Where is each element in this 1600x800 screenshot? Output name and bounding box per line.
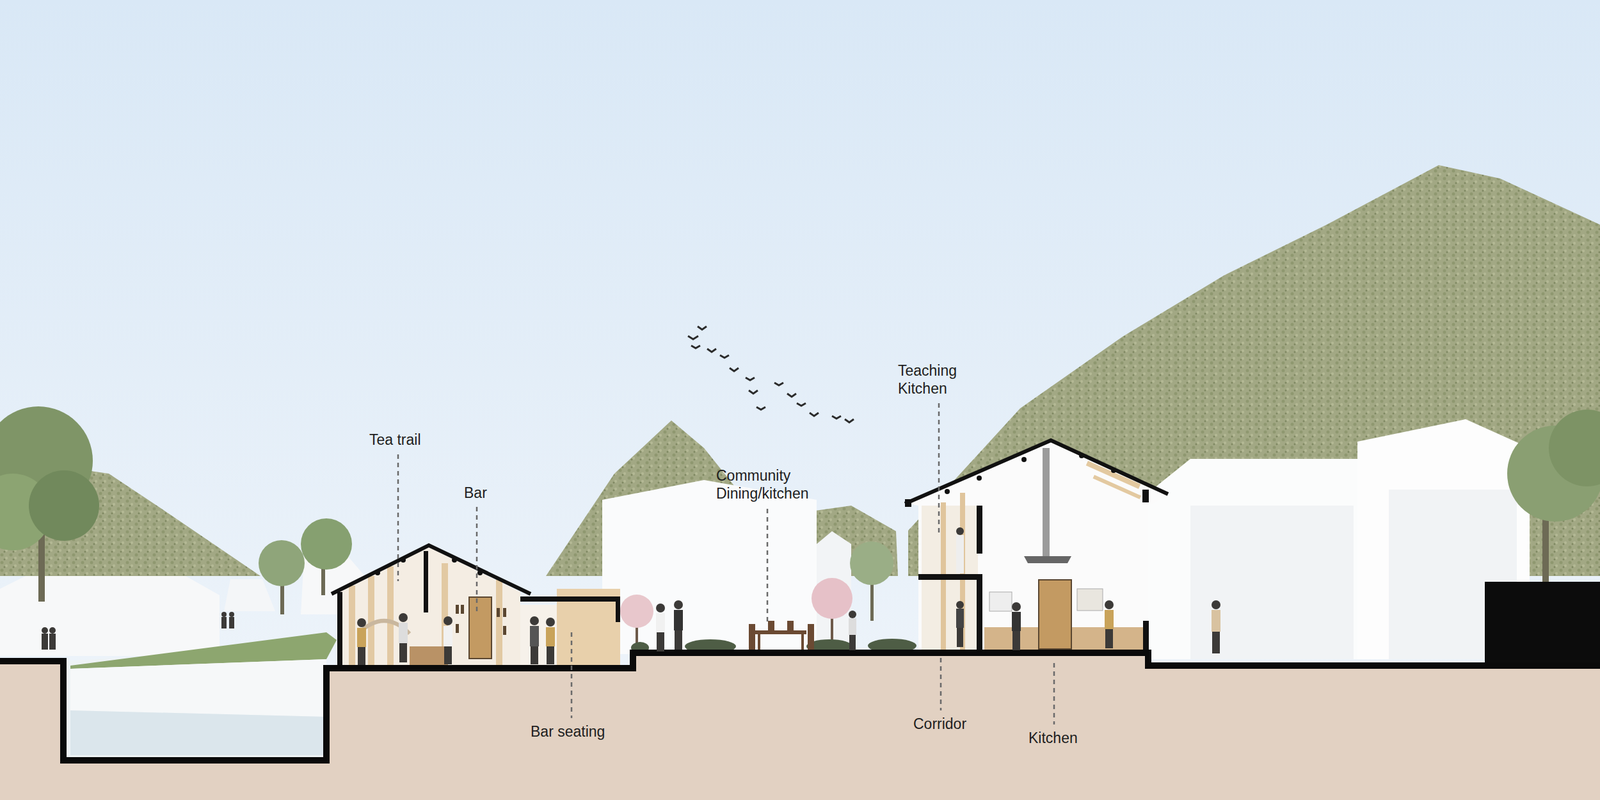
tree xyxy=(1507,409,1600,583)
ground xyxy=(0,652,1600,800)
house xyxy=(0,576,220,656)
leader-lines xyxy=(398,403,1055,725)
tea-house xyxy=(331,545,621,666)
birds xyxy=(688,326,854,423)
house xyxy=(602,480,817,655)
tree xyxy=(849,541,894,621)
path-floor xyxy=(70,710,327,756)
leader-line xyxy=(476,506,479,613)
callout-label: Bar xyxy=(464,484,488,503)
tree xyxy=(300,518,352,596)
callout-label: Tea trail xyxy=(369,431,422,450)
leader-line xyxy=(766,508,769,623)
leader-line xyxy=(570,632,573,719)
leader-line xyxy=(1053,663,1056,725)
leader-line xyxy=(940,657,943,711)
house-face xyxy=(1190,505,1354,660)
blossom-tree xyxy=(620,577,853,653)
dining-table xyxy=(748,620,815,653)
house xyxy=(1148,458,1358,660)
tree xyxy=(0,406,100,602)
leader-line xyxy=(397,454,400,582)
house xyxy=(224,579,276,612)
section-cut-line xyxy=(0,652,1600,761)
callout-label: Community Dining/kitchen xyxy=(716,467,857,503)
tree xyxy=(258,540,305,615)
callout-label: Teaching Kitchen xyxy=(897,362,994,398)
leader-line xyxy=(938,403,941,536)
dark-block xyxy=(1484,581,1600,666)
people xyxy=(41,527,1221,665)
callout-label: Corridor xyxy=(913,715,967,734)
callout-label: Bar seating xyxy=(530,723,605,742)
retaining-wall xyxy=(70,659,327,717)
teaching-kitchen xyxy=(904,440,1168,653)
callout-label: Kitchen xyxy=(1028,729,1078,748)
